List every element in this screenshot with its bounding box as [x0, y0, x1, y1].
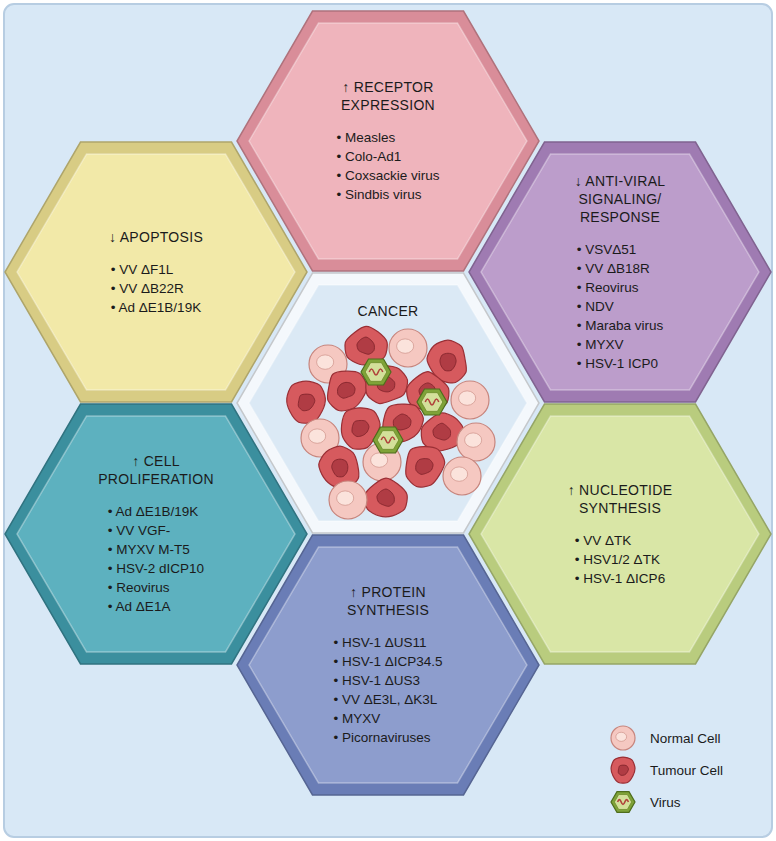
- hexagon-face: [249, 23, 527, 259]
- legend-sample: [606, 723, 640, 753]
- virus-item: • Ad ΔE1B/19K: [108, 502, 204, 521]
- legend-entry: Normal Cell: [606, 722, 723, 754]
- hexagon-face: [249, 285, 527, 521]
- hexagon-face: [17, 154, 295, 390]
- legend-entry: Tumour Cell: [606, 754, 723, 786]
- virus-item: • Reovirus: [108, 578, 204, 597]
- virus-item: • VV ΔE3L, ΔK3L: [333, 690, 442, 709]
- legend: Normal CellTumour CellVirus: [606, 722, 723, 818]
- virus-item: • VV ΔB18R: [577, 259, 664, 278]
- frame-panel: [4, 4, 772, 837]
- virus-item: • Ad ΔE1A: [108, 597, 204, 616]
- virus-item: • MYXV: [333, 709, 442, 728]
- legend-entry: Virus: [606, 786, 723, 818]
- protein-hexagon: ↑ PROTEIN SYNTHESIS• HSV-1 ΔUS11• HSV-1 …: [236, 534, 540, 796]
- virus-list: • VSVΔ51• VV ΔB18R• Reovirus• NDV• Marab…: [577, 240, 664, 373]
- virus-list: • HSV-1 ΔUS11• HSV-1 ΔICP34.5• HSV-1 ΔUS…: [333, 633, 442, 747]
- virus-item: • HSV-1 ΔUS11: [333, 633, 442, 652]
- virus-item: • VV ΔTK: [575, 531, 665, 550]
- normal-cell: [457, 423, 495, 461]
- virus-item: • Sindbis virus: [336, 185, 439, 204]
- tumour-cell: [327, 371, 367, 411]
- virus-particle: [373, 427, 403, 453]
- normal-cell: [451, 381, 489, 419]
- category-heading: ↓ ANTI-VIRAL SIGNALING/ RESPONSE: [555, 172, 685, 226]
- virus-item: • VV ΔF1L: [111, 260, 201, 279]
- center-label: CANCER: [358, 302, 419, 320]
- virus-item: • VV ΔB22R: [111, 279, 201, 298]
- virus-item: • MYXV: [577, 335, 664, 354]
- hexagon-face: [481, 154, 759, 390]
- virus-item: • VV VGF-: [108, 521, 204, 540]
- normal-cell: [329, 481, 367, 519]
- category-heading: ↑ RECEPTOR EXPRESSION: [323, 78, 453, 114]
- category-heading: ↑ PROTEIN SYNTHESIS: [323, 583, 453, 619]
- virus-particle: [611, 792, 635, 813]
- category-heading: ↑ NUCLEOTIDE SYNTHESIS: [555, 481, 685, 517]
- virus-particle: [417, 389, 447, 415]
- virus-item: • HSV-1 ΔUS3: [333, 671, 442, 690]
- normal-cell: [389, 329, 427, 367]
- legend-label: Virus: [650, 795, 681, 810]
- legend-sample: [606, 787, 640, 817]
- virus-item: • HSV1/2 ΔTK: [575, 550, 665, 569]
- tumour-cell: [287, 381, 326, 423]
- tumour-cell: [611, 757, 635, 783]
- hexagon-border: [237, 535, 539, 795]
- virus-item: • HSV-2 dICP10: [108, 559, 204, 578]
- virus-item: • Reovirus: [577, 278, 664, 297]
- virus-item: • Maraba virus: [577, 316, 664, 335]
- hexagon-face: [17, 416, 295, 652]
- virus-item: • HSV-1 ΔICP6: [575, 569, 665, 588]
- category-heading: ↑ CELL PROLIFERATION: [91, 452, 221, 488]
- category-heading: ↓ APOPTOSIS: [109, 228, 203, 246]
- virus-item: • HSV-1 ICP0: [577, 354, 664, 373]
- virus-list: • Ad ΔE1B/19K• VV VGF-• MYXV M-T5• HSV-2…: [108, 502, 204, 616]
- virus-item: • Ad ΔE1B/19K: [111, 298, 201, 317]
- hexagon-face: [481, 416, 759, 652]
- virus-list: • VV ΔTK• HSV1/2 ΔTK• HSV-1 ΔICP6: [575, 531, 665, 588]
- virus-particle: [361, 359, 391, 385]
- hexagon-face: [249, 547, 527, 783]
- virus-item: • Colo-Ad1: [336, 147, 439, 166]
- virus-list: • VV ΔF1L• VV ΔB22R• Ad ΔE1B/19K: [111, 260, 201, 317]
- virus-item: • Picornaviruses: [333, 728, 442, 747]
- legend-sample: [606, 755, 640, 785]
- hexagon-content: ↑ PROTEIN SYNTHESIS• HSV-1 ΔUS11• HSV-1 …: [236, 534, 540, 796]
- virus-item: • NDV: [577, 297, 664, 316]
- virus-item: • VSVΔ51: [577, 240, 664, 259]
- virus-item: • Coxsackie virus: [336, 166, 439, 185]
- legend-label: Tumour Cell: [650, 763, 723, 778]
- tumour-cell: [365, 478, 407, 517]
- normal-cell: [611, 726, 635, 750]
- virus-list: • Measles• Colo-Ad1• Coxsackie virus• Si…: [336, 128, 439, 204]
- virus-item: • HSV-1 ΔICP34.5: [333, 652, 442, 671]
- normal-cell: [443, 457, 481, 495]
- virus-item: • MYXV M-T5: [108, 540, 204, 559]
- virus-item: • Measles: [336, 128, 439, 147]
- legend-label: Normal Cell: [650, 731, 721, 746]
- tumour-cell: [406, 447, 445, 487]
